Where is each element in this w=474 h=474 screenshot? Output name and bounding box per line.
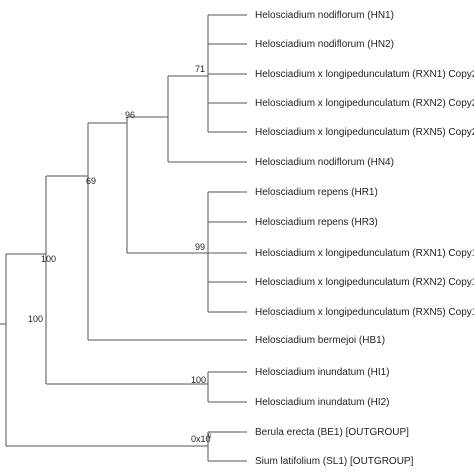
- support-inundatum: 100: [191, 375, 206, 385]
- leaf-label-be1: Berula erecta (BE1) [OUTGROUP]: [255, 427, 409, 438]
- support-root: 100: [28, 314, 43, 324]
- leaf-label-rxn2-copy2: Helosciadium x longipedunculatum (RXN2) …: [255, 98, 474, 109]
- leaf-label-hb1: Helosciadium bermejoi (HB1): [255, 335, 385, 346]
- leaf-label-hi2: Helosciadium inundatum (HI2): [255, 397, 390, 408]
- leaf-label-rxn5-copy1: Helosciadium x longipedunculatum (RXN5) …: [255, 307, 474, 318]
- support-outgroup: 0x10: [191, 434, 211, 444]
- leaf-label-hn4: Helosciadium nodiflorum (HN4): [255, 157, 394, 168]
- support-outgroup-superscript: 0: [208, 434, 212, 440]
- support-ingroup: 100: [41, 254, 56, 264]
- support-nodiflorum: 96: [125, 110, 135, 120]
- leaf-label-rxn5-copy2: Helosciadium x longipedunculatum (RXN5) …: [255, 127, 474, 138]
- support-repens: 99: [195, 242, 205, 252]
- support-repens-nodiflorum: 69: [86, 176, 96, 186]
- leaf-label-hn1: Helosciadium nodiflorum (HN1): [255, 10, 394, 21]
- leaf-label-hi1: Helosciadium inundatum (HI1): [255, 367, 390, 378]
- leaf-label-hr3: Helosciadium repens (HR3): [255, 217, 378, 228]
- leaf-label-rxn1-copy2: Helosciadium x longipedunculatum (RXN1) …: [255, 69, 474, 80]
- leaf-label-hn2: Helosciadium nodiflorum (HN2): [255, 39, 394, 50]
- leaf-label-rxn2-copy1: Helosciadium x longipedunculatum (RXN2) …: [255, 277, 474, 288]
- leaf-label-sl1: Sium latifolium (SL1) [OUTGROUP]: [255, 456, 414, 467]
- leaf-label-hr1: Helosciadium repens (HR1): [255, 187, 378, 198]
- support-nodcore: 71: [195, 64, 205, 74]
- leaf-label-rxn1-copy1: Helosciadium x longipedunculatum (RXN1) …: [255, 248, 474, 259]
